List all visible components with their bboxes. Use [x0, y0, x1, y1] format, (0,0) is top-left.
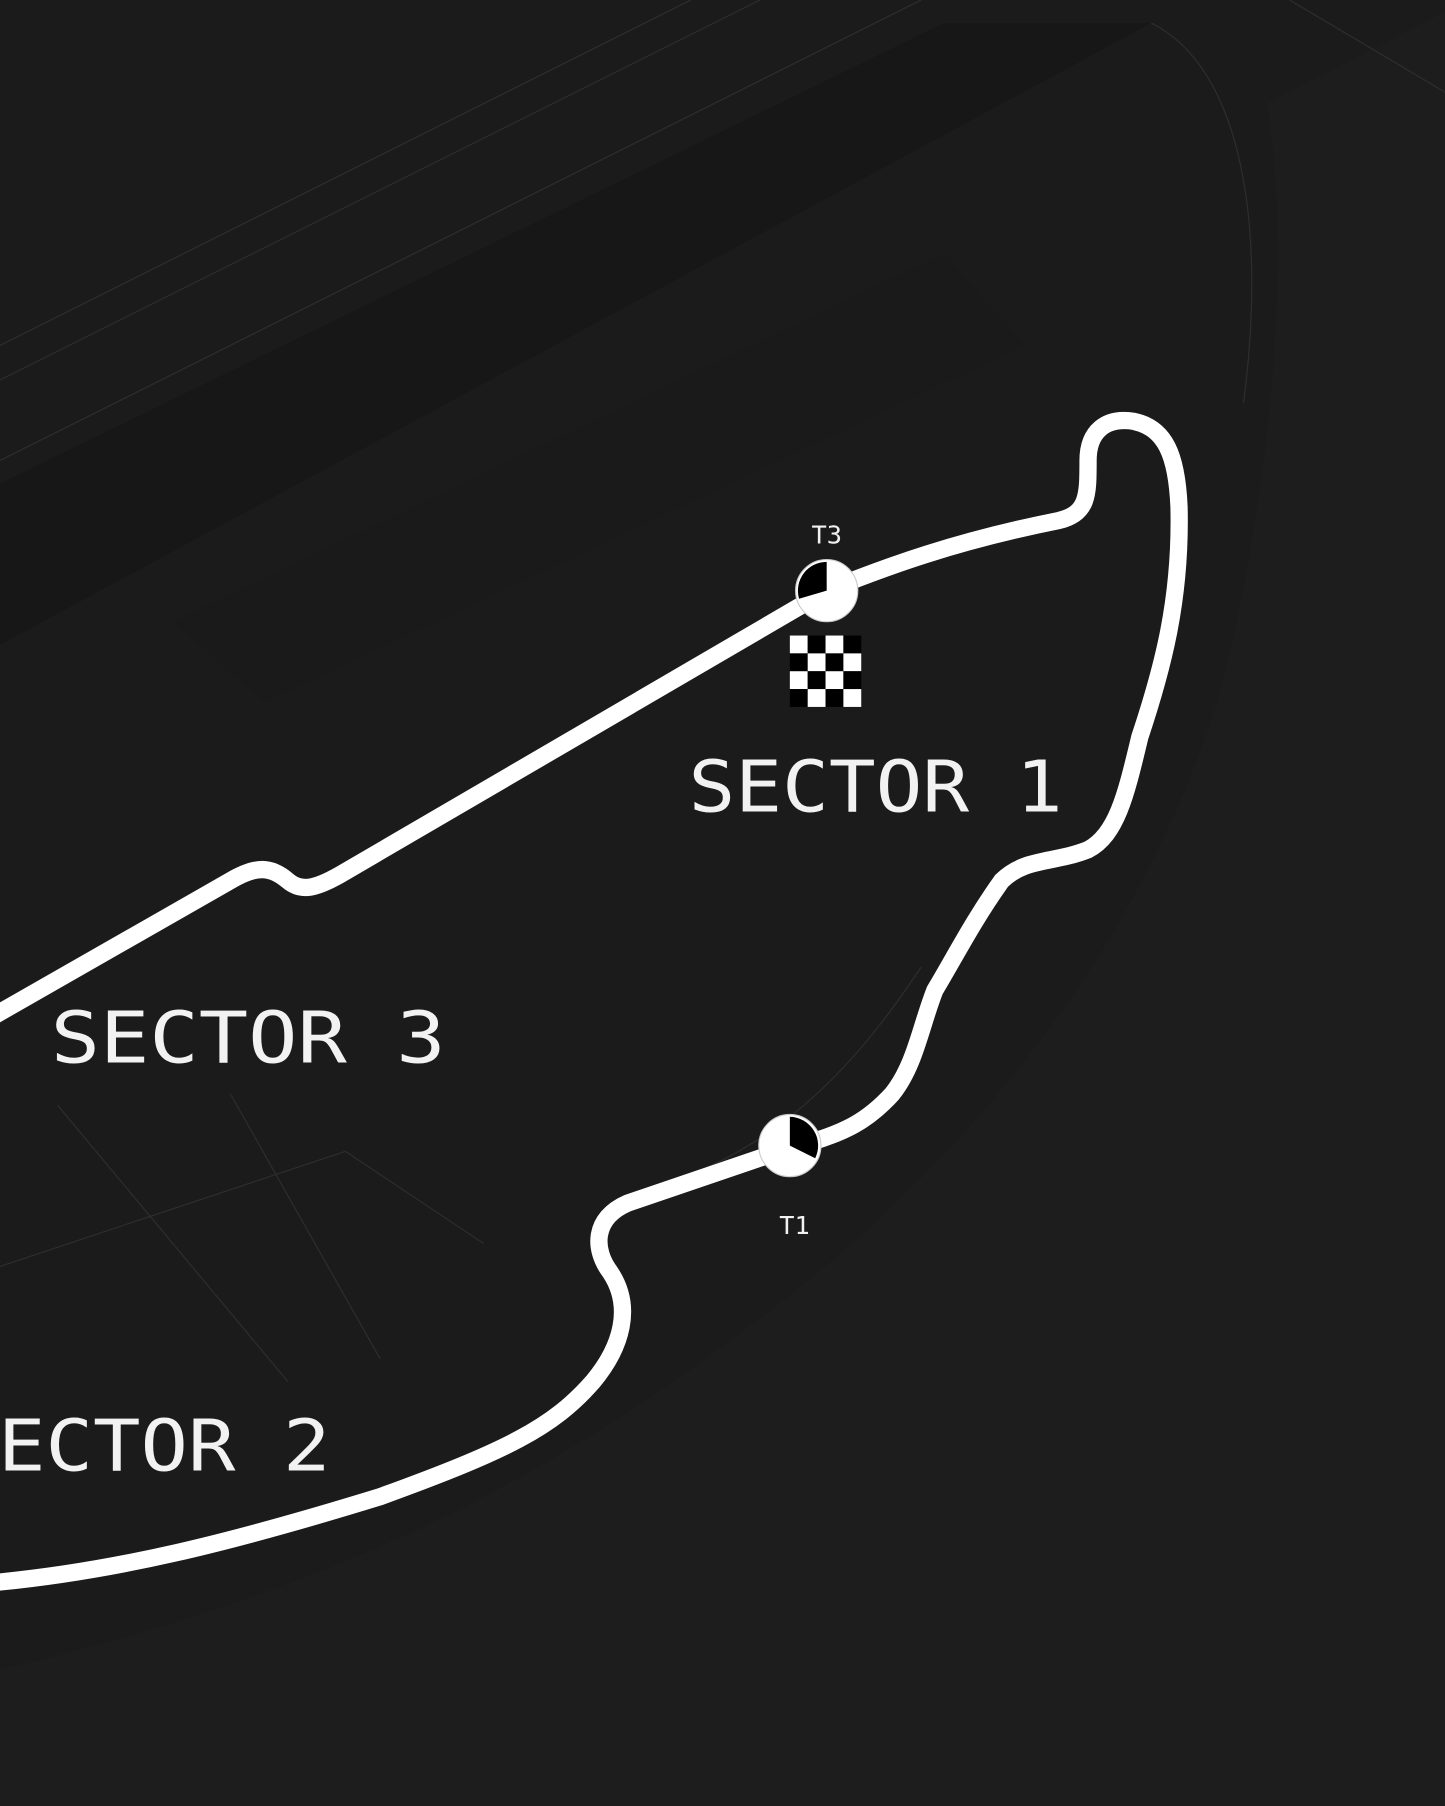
flag-square	[789, 689, 808, 707]
flag-square	[825, 671, 844, 690]
sector-2-label: SECTOR 2	[0, 1404, 330, 1487]
flag-square	[807, 635, 826, 654]
flag-square	[825, 689, 844, 707]
street-lines	[0, 0, 1445, 1382]
flag-square	[843, 689, 862, 707]
flag-square	[825, 635, 844, 654]
sector-1-label: SECTOR 1	[689, 746, 1063, 829]
flag-square	[807, 653, 826, 672]
rowing-basin	[0, 23, 1152, 645]
flag-square	[843, 635, 862, 654]
flag-square	[789, 671, 808, 690]
turn-label-t1: T1	[779, 1210, 809, 1240]
flag-square	[843, 671, 862, 690]
flag-square	[807, 689, 826, 707]
timing-sector-icon	[789, 1116, 819, 1159]
flag-square	[825, 653, 844, 672]
turn-label-t3: T3	[811, 519, 841, 549]
flag-square	[789, 635, 808, 654]
building-block	[172, 253, 1025, 703]
turn-marker-t1[interactable]: T1	[758, 1113, 822, 1241]
flag-square	[789, 653, 808, 672]
checkered-flag-icon	[789, 635, 862, 707]
sector-3-label: SECTOR 3	[51, 997, 446, 1080]
turn-marker-t3[interactable]: T3	[795, 519, 859, 623]
flag-square	[807, 671, 826, 690]
flag-square	[843, 653, 862, 672]
timing-sector-icon	[797, 561, 827, 599]
race-track	[0, 411, 1188, 1591]
